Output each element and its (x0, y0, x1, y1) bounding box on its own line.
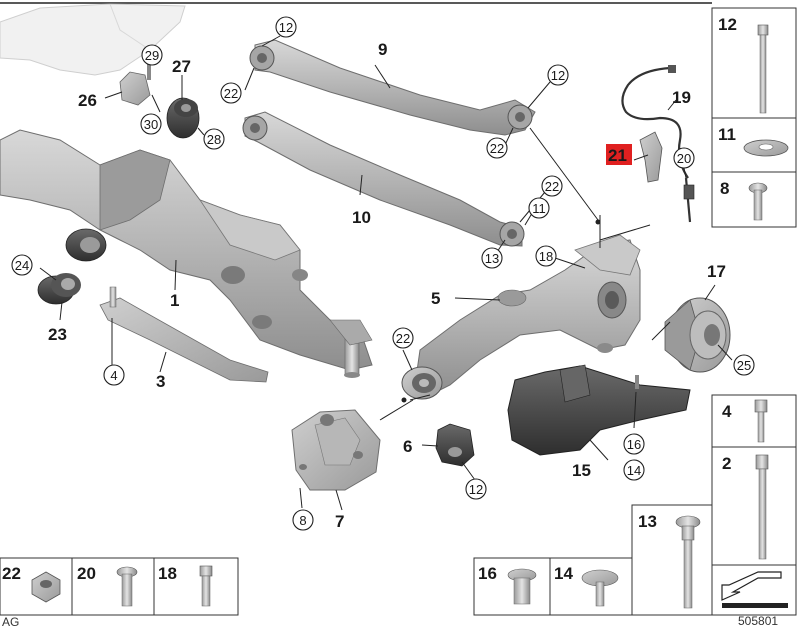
label-6: 6 (403, 437, 412, 456)
box-label-12: 12 (718, 15, 737, 34)
label-15: 15 (572, 461, 591, 480)
label-19: 19 (672, 88, 691, 107)
hardware-legend-bottom: 22 20 18 16 14 (0, 557, 633, 616)
circ-25: 25 (737, 358, 751, 373)
circ-11: 11 (532, 201, 546, 216)
rubber-bushing-23 (37, 273, 81, 305)
wheel-carrier (401, 234, 641, 400)
box-label-4: 4 (722, 402, 732, 421)
circ-4: 4 (110, 368, 117, 383)
circled-label-text: 29 30 28 12 22 12 22 22 11 13 18 24 4 22… (15, 20, 751, 528)
rear-axle-carrier (0, 129, 373, 378)
label-5: 5 (431, 289, 440, 308)
circ-22-bushing: 22 (396, 331, 410, 346)
box-label-2: 2 (722, 454, 731, 473)
heat-shield (507, 364, 691, 456)
box-label-8: 8 (720, 179, 729, 198)
circ-12-mount: 12 (469, 482, 483, 497)
strut-brace (99, 286, 269, 383)
wheel-hub (664, 297, 731, 373)
label-1: 1 (170, 291, 179, 310)
circ-8: 8 (299, 513, 306, 528)
circ-14: 14 (627, 463, 641, 478)
circ-16: 16 (627, 437, 641, 452)
leader-lines (39, 35, 733, 511)
box-label-16: 16 (478, 564, 497, 583)
label-7: 7 (335, 512, 344, 531)
box-label-13: 13 (638, 512, 657, 531)
circ-20: 20 (677, 151, 691, 166)
rubber-mount (435, 423, 475, 467)
label-21: 21 (608, 146, 627, 165)
circled-labels (11, 16, 755, 531)
part-number-labels: 27 26 9 10 1 23 3 5 6 7 15 17 19 21 (48, 40, 726, 531)
mount-bracket (291, 409, 381, 491)
circ-22-upper-link-end: 22 (490, 141, 504, 156)
upper-control-link (249, 39, 536, 136)
box-label-18: 18 (158, 564, 177, 583)
circ-24: 24 (15, 258, 29, 273)
abs-sensor-cable (621, 65, 695, 223)
diagram-reference-number: 505801 (738, 614, 778, 628)
hardware-legend-right: 12 11 8 4 2 13 (631, 7, 797, 616)
label-27: 27 (172, 57, 191, 76)
highlight-21 (606, 144, 632, 165)
lower-control-link (242, 111, 525, 247)
label-23: 23 (48, 325, 67, 344)
label-17: 17 (707, 262, 726, 281)
box-label-20: 20 (77, 564, 96, 583)
sensor-bracket (639, 131, 663, 183)
bracket-and-bushing (119, 62, 200, 139)
box-label-11: 11 (718, 125, 736, 144)
circ-13: 13 (485, 251, 499, 266)
box-label-14: 14 (554, 564, 573, 583)
circ-28: 28 (207, 132, 221, 147)
circ-18: 18 (539, 249, 553, 264)
circ-30: 30 (144, 117, 158, 132)
footer-left-text: AG (2, 615, 19, 629)
circ-12-upper-link: 12 (279, 20, 293, 35)
circ-22-upper-link: 22 (224, 86, 238, 101)
circ-22-lower-link: 22 (545, 179, 559, 194)
label-26: 26 (78, 91, 97, 110)
circ-29: 29 (145, 48, 159, 63)
label-9: 9 (378, 40, 387, 59)
circ-12-upper-link-end: 12 (551, 68, 565, 83)
ghost-control-arm (0, 3, 186, 76)
box-label-22: 22 (2, 564, 21, 583)
label-10: 10 (352, 208, 371, 227)
label-3: 3 (156, 372, 165, 391)
